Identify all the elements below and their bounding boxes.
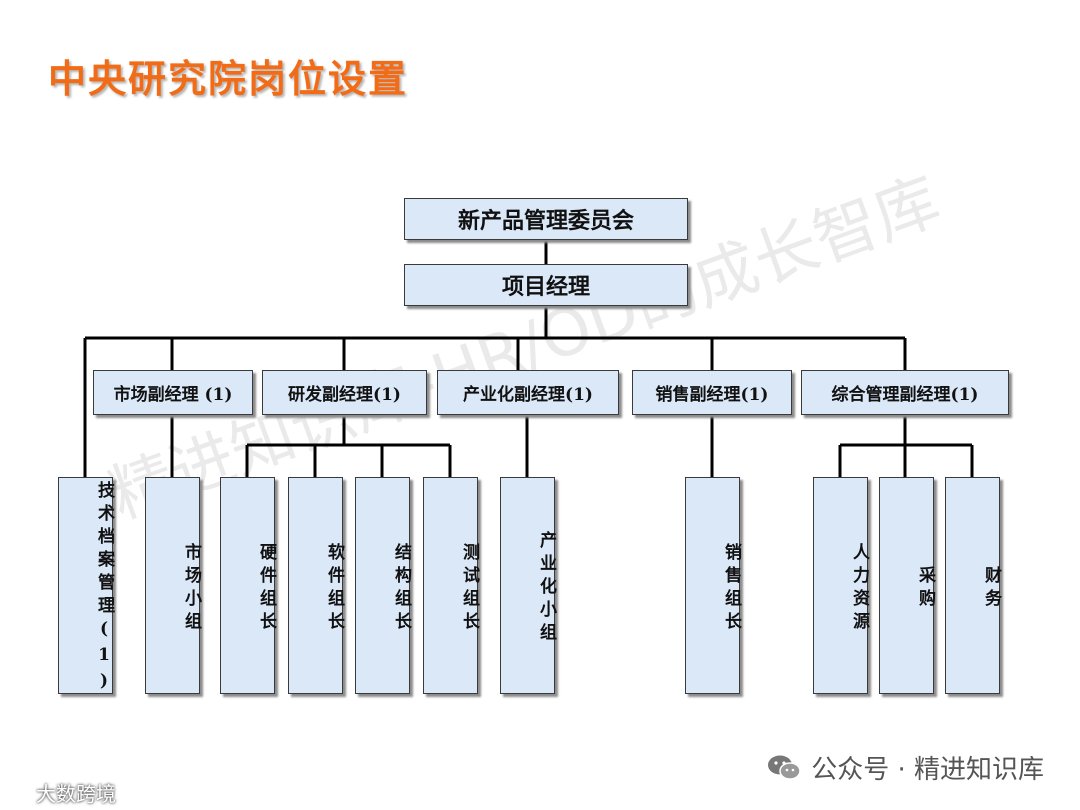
wechat-account-label: 公众号 · 精进知识库 xyxy=(811,755,1044,785)
project-manager-box: 项目经理 xyxy=(404,264,688,306)
unit-finance-box: 财务 xyxy=(945,477,1001,694)
unit-tech-archive-label: 技术档案管理(1) xyxy=(94,480,114,697)
unit-test-lead-label: 测试组长 xyxy=(459,542,479,635)
unit-hr-label: 人力资源 xyxy=(849,542,869,635)
unit-hardware-lead-box: 硬件组长 xyxy=(220,477,276,694)
unit-industrialization-team-box: 产业化小组 xyxy=(500,477,556,694)
wechat-footer: 公众号 · 精进知识库 xyxy=(767,749,1044,786)
unit-sales-lead-box: 销售组长 xyxy=(685,477,741,694)
unit-hr-box: 人力资源 xyxy=(813,477,869,694)
deputy-market-box: 市场副经理 (1) xyxy=(93,370,253,415)
unit-finance-label: 财务 xyxy=(981,565,1001,612)
wechat-icon xyxy=(768,755,801,780)
page-title: 中央研究院岗位设置 xyxy=(48,56,409,101)
unit-software-lead-box: 软件组长 xyxy=(288,477,344,694)
deputy-sales-box: 销售副经理(1) xyxy=(632,370,792,415)
unit-tech-archive-box: 技术档案管理(1) xyxy=(58,477,114,697)
unit-hardware-lead-label: 硬件组长 xyxy=(256,542,276,635)
unit-test-lead-box: 测试组长 xyxy=(423,477,479,694)
unit-software-lead-label: 软件组长 xyxy=(324,542,344,635)
source-label: 大数跨境 xyxy=(36,782,116,806)
unit-structure-lead-label: 结构组长 xyxy=(391,542,411,635)
unit-structure-lead-box: 结构组长 xyxy=(355,477,411,694)
unit-industrialization-team-label: 产业化小组 xyxy=(536,531,556,646)
unit-market-team-box: 市场小组 xyxy=(145,477,201,694)
unit-procurement-box: 采购 xyxy=(879,477,935,694)
deputy-industrialization-box: 产业化副经理(1) xyxy=(437,370,619,415)
source-footer: 大数跨境 xyxy=(6,778,116,807)
source-logo-icon xyxy=(7,785,31,800)
unit-procurement-label: 采购 xyxy=(915,565,935,612)
deputy-admin-box: 综合管理副经理(1) xyxy=(801,370,1009,415)
committee-box: 新产品管理委员会 xyxy=(404,198,688,240)
deputy-rd-box: 研发副经理(1) xyxy=(262,370,427,415)
unit-sales-lead-label: 销售组长 xyxy=(721,542,741,635)
unit-market-team-label: 市场小组 xyxy=(181,542,201,635)
